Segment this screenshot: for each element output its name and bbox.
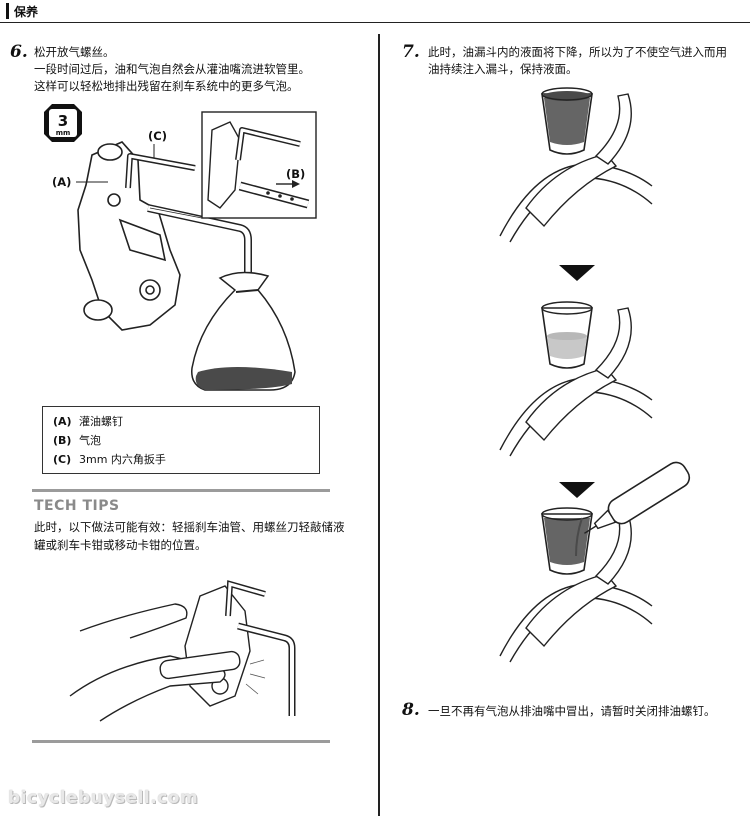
- header-marker: [6, 3, 9, 19]
- page-header: 保养: [0, 0, 750, 23]
- header-title: 保养: [14, 5, 39, 19]
- hex-wrench-size-badge: 3 mm: [44, 104, 82, 142]
- step6-number: 6.: [10, 42, 28, 62]
- callout-a: (A): [52, 175, 72, 189]
- legend-row: (A)灌油螺钉: [53, 415, 123, 428]
- tips-line-2: 罐或刹车卡钳或移动卡钳的位置。: [34, 538, 207, 552]
- funnel-level-full: [499, 87, 653, 243]
- funnel-refill: [499, 461, 691, 663]
- legend-row: (C)3mm 内六角扳手: [53, 453, 166, 466]
- arrow-down-icon: [559, 265, 595, 281]
- tips-top-rule: [32, 489, 330, 492]
- step6-line-2: 这样可以轻松地排出残留在刹车系统中的更多气泡。: [34, 79, 299, 93]
- watermark: bicyclebuysell.com: [8, 788, 199, 808]
- tips-title: TECH TIPS: [34, 498, 120, 514]
- step6-line-1: 一段时间过后，油和气泡自然会从灌油嘴流进软管里。: [34, 62, 310, 76]
- column-divider: [378, 34, 380, 816]
- tips-line-1: 此时，以下做法可能有效：轻摇刹车油管、用螺丝刀轻敲储液: [34, 520, 345, 534]
- step7-line-2: 油持续注入漏斗，保持液面。: [428, 62, 578, 76]
- step6-title: 松开放气螺丝。: [34, 45, 115, 59]
- tap-caliper-illustration: [69, 580, 296, 722]
- step8-number: 8.: [402, 700, 420, 720]
- funnel-level-dropping: [499, 301, 653, 457]
- badge-unit: mm: [56, 129, 71, 137]
- step8-text: 一旦不再有气泡从排油嘴中冒出，请暂时关闭排油螺钉。: [428, 704, 716, 718]
- callout-c: (C): [148, 129, 167, 143]
- callout-b: (B): [286, 167, 306, 181]
- tips-bottom-rule: [32, 740, 330, 743]
- caliper-bleed-illustration: 3 mm: [44, 104, 317, 391]
- step7-number: 7.: [402, 42, 420, 62]
- legend-row: (B)气泡: [53, 434, 101, 447]
- step7-line-1: 此时，油漏斗内的液面将下降，所以为了不使空气进入而用: [428, 45, 727, 59]
- badge-size: 3: [58, 112, 68, 130]
- arrow-down-icon: [559, 482, 595, 498]
- step6-legend: (A)灌油螺钉 (B)气泡 (C)3mm 内六角扳手: [42, 406, 320, 474]
